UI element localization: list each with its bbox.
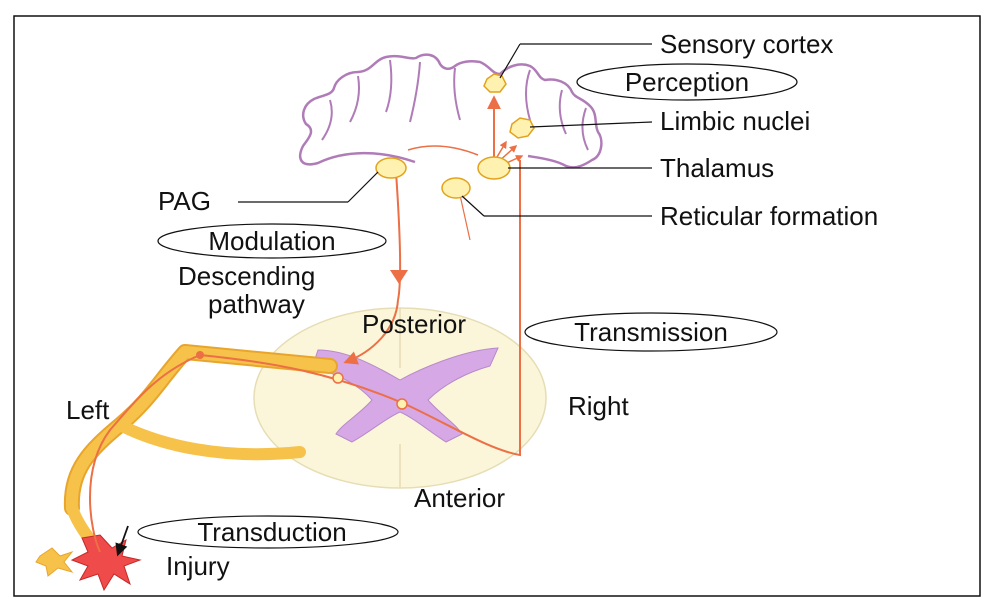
brain-outline <box>300 55 601 168</box>
brain-sulcus <box>526 70 530 120</box>
reticular-formation-nucleus <box>442 178 470 198</box>
label-modulation: Modulation <box>208 226 335 256</box>
label-sensory-cortex: Sensory cortex <box>660 29 833 59</box>
brain-sulcus <box>322 100 332 140</box>
brain-sulcus <box>386 60 391 112</box>
label-limbic-nuclei: Limbic nuclei <box>660 106 810 136</box>
label-left: Left <box>66 395 110 425</box>
brain-sulcus <box>454 68 460 120</box>
thalamus-nucleus <box>478 157 510 179</box>
label-transmission: Transmission <box>574 317 728 347</box>
brain-sulcus <box>582 108 588 150</box>
leader-pag <box>348 172 378 202</box>
leader-limbic-nuclei <box>530 122 652 127</box>
label-pathway: pathway <box>208 289 305 319</box>
label-anterior: Anterior <box>414 483 505 513</box>
label-reticular-formation: Reticular formation <box>660 201 878 231</box>
label-right: Right <box>568 391 629 421</box>
leader-sensory-cortex <box>500 44 520 78</box>
label-injury: Injury <box>166 551 230 581</box>
sensory-cortex-nucleus <box>484 74 506 92</box>
label-perception: Perception <box>625 67 749 97</box>
synapse-central <box>397 399 407 409</box>
label-posterior: Posterior <box>362 309 466 339</box>
brain-sulcus <box>350 76 359 122</box>
leader-reticular-formation <box>462 196 484 216</box>
injury-spark <box>36 548 72 576</box>
synapse-dorsal-horn <box>333 373 343 383</box>
label-descending: Descending <box>178 261 315 291</box>
brain-sulcus <box>410 62 420 122</box>
label-transduction: Transduction <box>197 517 346 547</box>
corpus-callosum <box>408 146 478 155</box>
descending-arrowhead <box>390 270 408 284</box>
limbic-nuclei-cluster <box>510 118 534 138</box>
injury-burst <box>72 535 140 590</box>
pag-nucleus <box>376 158 406 178</box>
label-pag: PAG <box>158 186 211 216</box>
brain-sulcus <box>560 90 566 134</box>
label-thalamus: Thalamus <box>660 153 774 183</box>
